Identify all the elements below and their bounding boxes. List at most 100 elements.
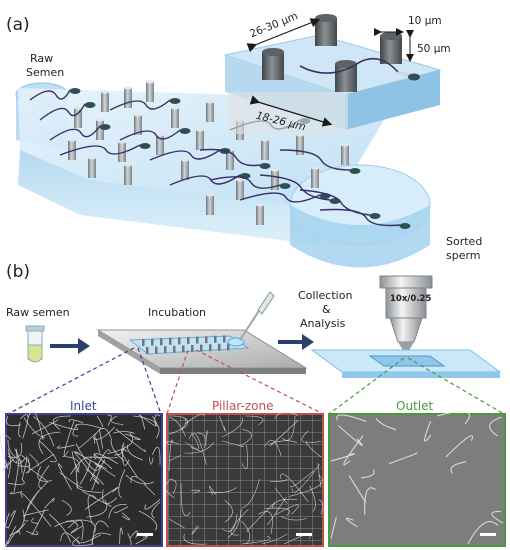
sperm-head — [99, 124, 111, 130]
sperm-trace — [184, 413, 205, 425]
sperm-head — [69, 88, 81, 94]
sperm-trace — [138, 414, 146, 430]
sperm-trace — [364, 487, 376, 515]
sperm-trace — [91, 532, 112, 545]
sperm-trace — [68, 519, 84, 541]
sperm-tail — [199, 148, 261, 167]
gap-dimension-line — [249, 95, 333, 127]
sperm-trace — [230, 509, 249, 536]
sperm-trace — [75, 443, 102, 471]
sperm-trace — [149, 457, 154, 465]
sperm-trace — [336, 414, 367, 423]
sperm-trace — [33, 416, 55, 447]
sperm-trace — [191, 525, 200, 535]
sperm-trace — [264, 440, 282, 457]
sperm-trace — [96, 415, 104, 428]
sperm-trace — [114, 506, 129, 514]
panel-a-label: (a) — [6, 15, 30, 35]
sperm-trace — [130, 475, 147, 485]
panel-b: (b) Raw semen Incubation Collection & An… — [0, 262, 506, 548]
sperm-trace — [63, 420, 75, 456]
pillar — [296, 135, 304, 155]
sperm-trace — [7, 510, 16, 529]
sperm-trace — [207, 487, 237, 494]
sperm-trace — [77, 534, 101, 544]
chip-pillar — [205, 336, 208, 344]
pillar — [134, 115, 142, 135]
sperm-trace — [70, 456, 92, 475]
pillar — [74, 108, 82, 128]
diameter-label: 10 μm — [408, 15, 442, 27]
step-arrow-2 — [278, 334, 314, 350]
pillar-cap — [296, 133, 304, 137]
sperm-trace — [272, 498, 298, 509]
pillar-cap — [156, 133, 164, 137]
sperm-trace — [168, 417, 186, 437]
sperm-tail — [59, 144, 141, 156]
sperm-trace — [108, 504, 127, 519]
sperm-trace — [7, 479, 25, 485]
sperm-trace — [168, 518, 185, 529]
sperm-trace — [26, 480, 49, 510]
sperm-trace — [21, 455, 28, 480]
pillar — [156, 135, 164, 155]
sperm-trace — [7, 448, 11, 479]
pillar-cap — [171, 106, 179, 110]
sperm-trace — [241, 520, 251, 545]
sperm-trace — [222, 514, 238, 532]
raw-semen-label-line2: Semen — [26, 66, 64, 79]
sperm-trace — [107, 414, 112, 426]
sperm-trace — [269, 419, 299, 447]
sperm-trace — [361, 469, 375, 479]
pillar-cap — [256, 203, 264, 207]
sperm-head — [369, 213, 381, 219]
pillar — [146, 82, 154, 102]
chip-pillars — [142, 335, 230, 354]
pillar — [261, 140, 269, 160]
sperm-head — [259, 163, 271, 169]
sperm-trace — [275, 504, 299, 516]
sperm-trace — [191, 489, 200, 494]
chip-pillar — [142, 339, 145, 346]
sperm-trace — [306, 440, 322, 458]
sperm-trace — [72, 424, 79, 437]
pillar — [181, 160, 189, 180]
pillar-cap — [261, 138, 269, 142]
sperm-trace — [129, 530, 138, 539]
sperm-trace — [48, 513, 71, 543]
pillar — [118, 142, 126, 162]
chip-pillar — [191, 345, 194, 352]
chip-pillar — [214, 335, 217, 343]
sperm-tail — [109, 99, 171, 111]
sperm-trace — [89, 449, 111, 482]
sperm-trace — [388, 452, 418, 465]
sperm-trace — [188, 433, 207, 466]
inset-pillar-cap — [262, 48, 284, 56]
sperm-trace — [222, 417, 244, 438]
sperm-head — [179, 128, 191, 134]
sperm-trace — [71, 451, 80, 473]
sperm-trace — [467, 521, 499, 545]
sperm-tail — [279, 149, 351, 171]
sperm-trace — [9, 509, 25, 536]
sperm-trace — [227, 508, 242, 539]
chip-pillar — [160, 338, 163, 346]
inset-side — [345, 70, 440, 130]
sperm-trace — [436, 410, 471, 425]
sperm-trace — [183, 533, 207, 545]
sperm-trace — [309, 485, 316, 512]
pillar — [124, 88, 132, 108]
pillar-cap — [118, 140, 126, 144]
sperm-tail — [209, 176, 281, 189]
sperm-trace — [143, 483, 155, 495]
sperm-trace — [125, 474, 154, 485]
pillar — [311, 168, 319, 188]
sperm-trace — [290, 470, 314, 488]
sperm-trace — [135, 536, 148, 545]
sperm-trace — [106, 432, 134, 455]
sperm-trace — [281, 415, 296, 441]
micrograph-pillar-zone — [164, 411, 324, 547]
sperm-trace — [27, 411, 44, 440]
sperm-trace — [244, 415, 264, 425]
